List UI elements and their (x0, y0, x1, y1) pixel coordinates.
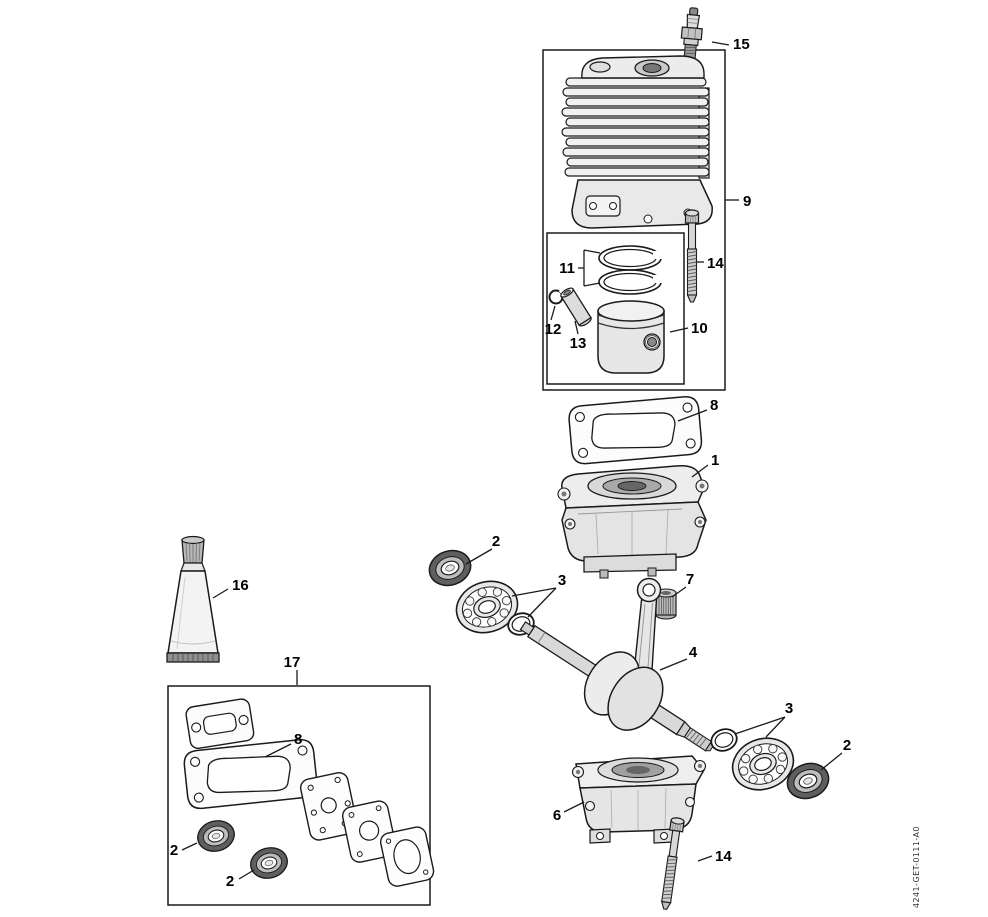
piston-rings (598, 245, 665, 295)
gasket-set-seal-second (246, 843, 292, 883)
callout-bearing-right: 3 (785, 700, 793, 717)
gasket-set-seal-first (193, 816, 239, 856)
callout-gasket-top: 8 (710, 397, 718, 414)
callout-sealant: 16 (232, 577, 249, 594)
drawing-number: 4241-GET-0111-A0 (912, 826, 921, 908)
callout-needle-cage: 7 (686, 571, 694, 588)
washer-right (707, 724, 741, 756)
callout-piston-rings: 11 (559, 260, 575, 277)
callout-crankshaft: 4 (689, 644, 698, 661)
callout-crankcase: 1 (711, 452, 719, 469)
carburetor-gasket-c (379, 826, 435, 887)
callout-circlip: 12 (545, 321, 562, 338)
callout-gasket-set: 17 (284, 654, 301, 671)
callout-labels: 15 9 14 11 12 13 10 8 1 2 3 7 4 3 2 6 14… (170, 36, 851, 890)
gasket-set-box (167, 685, 431, 906)
exhaust-gasket (185, 698, 255, 750)
callout-bearing-left: 3 (558, 572, 566, 589)
callout-seal-left: 2 (492, 533, 500, 550)
callout-engine-pan: 6 (553, 807, 561, 824)
callout-screw-top: 14 (707, 255, 724, 272)
piston (597, 300, 665, 374)
piston-assembly-box (546, 232, 685, 385)
callout-gasket-box: 8 (294, 731, 302, 748)
callout-seal-right: 2 (843, 737, 851, 754)
callout-cylinder: 9 (743, 193, 751, 210)
engine-pan (571, 755, 707, 844)
sealant-tube (166, 535, 220, 663)
callout-piston: 10 (691, 320, 708, 337)
callout-screw-bottom: 14 (715, 848, 732, 865)
cylinder-gasket-top (567, 394, 704, 466)
gasket-set-cylinder-gasket (182, 737, 320, 811)
callout-wrist-pin: 13 (570, 335, 587, 352)
wrist-pin (560, 287, 592, 327)
needle-cage (655, 588, 677, 620)
cylinder (561, 55, 713, 229)
callout-seal-box-second: 2 (226, 873, 234, 890)
spark-plug (680, 7, 703, 68)
crankshaft (519, 621, 714, 752)
cylinder-assembly-box (542, 49, 726, 391)
leader-lines (181, 41, 843, 880)
callout-spark-plug: 15 (733, 36, 750, 53)
callout-seal-box-first: 2 (170, 842, 178, 859)
crankcase (557, 464, 709, 579)
carburetor-gasket-a (299, 771, 358, 841)
oil-seal-left (424, 544, 476, 592)
